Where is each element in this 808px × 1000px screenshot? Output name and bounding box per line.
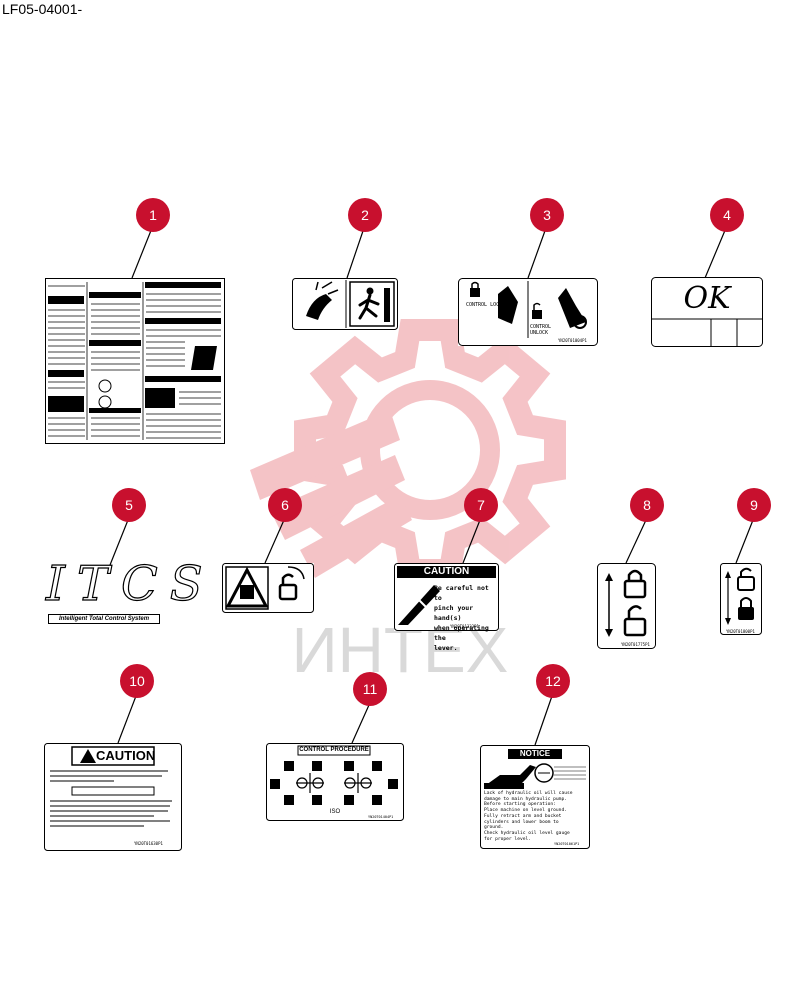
callout-4: 4 [710,198,744,232]
decal-10-header: CAUTION [96,748,156,763]
decal-11-control-procedure: CONTROL PROCEDURE ISO YN20T01404P1 [266,743,404,821]
decal-8-part-code: YN20T01775P1 [621,642,650,647]
decal-12-line-2: damage to main hydraulic pump. [484,796,567,802]
decal-12-text: Lack of hydraulic oil will cause damage … [484,791,588,842]
decal-12-line-9: for proper level. [484,836,532,842]
decal-12-header: NOTICE [519,749,551,758]
callout-10: 10 [120,664,154,698]
decal-7-line-2: pinch your hand(s) [434,604,474,622]
callout-1: 1 [136,198,170,232]
decal-3-control-lock: CONTROL LOCK CONTROL UNLOCK YN20T01004P1 [458,278,598,346]
decal-11-iso: ISO [329,809,341,815]
decal-9-lock-unlock-small: YN20T01800P1 [720,563,762,635]
decal-3-lock-label: CONTROL LOCK [466,302,503,308]
decal-3-unlock-label: CONTROL UNLOCK [530,324,552,336]
decal-5-letters: ITCS [45,555,215,612]
decal-12-line-8: Check hydraulic oil level gauge [484,830,570,836]
decal-3-part-code: YN20T01004P1 [558,338,587,343]
decal-5-subtitle: Intelligent Total Control System [48,614,160,624]
callout-2: 2 [348,198,382,232]
decal-12-line-3: Before starting operation: [484,802,556,808]
decal-12-line-7: ground. [484,825,504,831]
decal-12-part-code: YN20T01061P1 [554,842,580,846]
decal-12-line-4: Place machine on level ground. [484,808,567,814]
decal-7-line-3: when operating the [434,624,489,642]
callout-7: 7 [464,488,498,522]
callout-5: 5 [112,488,146,522]
decal-7-text: Be careful not to pinch your hand(s) whe… [434,583,499,653]
decal-2-exit-pictogram [292,278,398,330]
decal-8-lock-unlock: YN20T01775P1 [597,563,656,649]
decal-7-header: CAUTION [423,566,470,577]
decal-7-caution-pinch: CAUTION Be careful not to pinch your han… [394,563,499,652]
decal-7-line-4: lever. [434,644,458,652]
decal-1-graphic [45,278,225,444]
document-id: LF05-04001- [2,1,83,17]
callout-3: 3 [530,198,564,232]
decal-11-part-code: YN20T01404P1 [368,815,394,819]
callout-8: 8 [630,488,664,522]
decal-12-line-1: Lack of hydraulic oil will cause [484,791,573,796]
decal-10-part-code: YN20T01630P1 [134,841,163,846]
decal-12-line-5: Fully retract arm and bucket [484,813,562,819]
decal-12-notice-hydraulic: NOTICE Lack of hydraulic oil will cause … [480,745,590,849]
decal-6-warning-pictogram [222,563,314,613]
decal-7-part-code: YN20T01333P1 [450,624,479,629]
callout-12: 12 [536,664,570,698]
decal-4-ok-label: OK [651,277,763,347]
decal-10-caution-brake-switch: CAUTION YN20T01630P1 [44,743,182,851]
callout-11: 11 [353,672,387,706]
decal-9-part-code: YN20T01800P1 [726,629,755,634]
decal-4-ok-text: OK [683,280,731,316]
callout-9: 9 [737,488,771,522]
callout-6: 6 [268,488,302,522]
decal-12-line-6: cylinders and lower boom to [484,819,559,825]
decal-11-header: CONTROL PROCEDURE [299,747,369,753]
decal-7-line-1: Be careful not to [434,584,489,602]
decal-5-itcs-logo: ITCS Intelligent Total Control System [44,555,203,624]
decal-1-safety-sheet [45,278,225,444]
